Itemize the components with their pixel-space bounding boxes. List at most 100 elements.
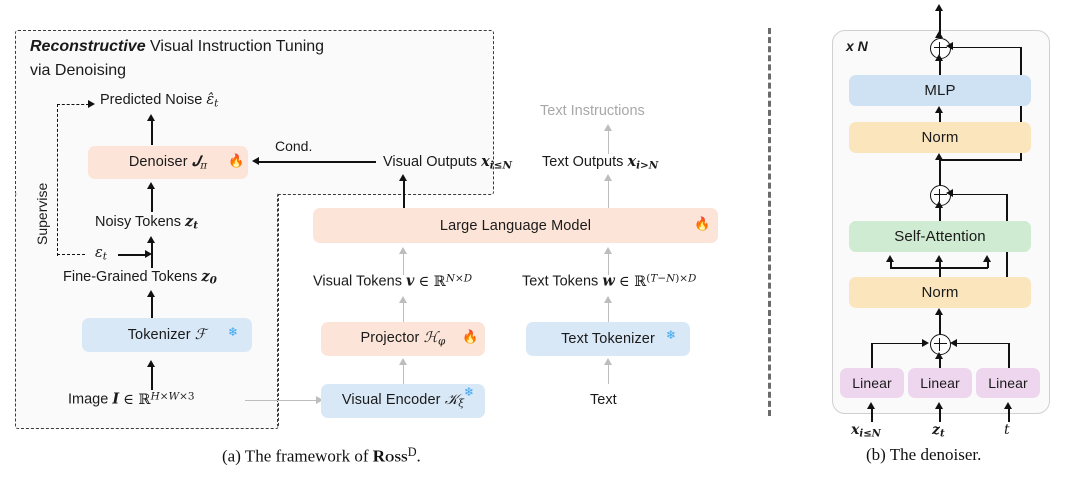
visual-tokens-space: ∈ ℝN×D [418,272,473,290]
left-caption-post: . [416,446,421,466]
supervise-arrow-head [88,99,95,108]
epsilon-to-noisy-line [118,254,147,256]
mlp-to-plus-line [939,58,941,75]
supervise-dashed-top [57,104,89,105]
fine-to-noisy-line [151,240,153,268]
projector-to-visual-tokens-line [403,300,405,322]
linear-left-label: Linear [852,375,892,391]
input-left-arrow [867,402,875,409]
fire-icon-denoiser: 🔥 [228,153,245,168]
visual-tokens-text: Visual Tokens [313,273,402,290]
image-to-encoder-line [245,400,318,402]
left-caption-sup: D [407,445,417,459]
mlp-skip-arrow [946,42,953,50]
image-symbol: I [112,390,120,408]
llm-label: Large Language Model [439,217,592,234]
cond-label: Cond. [275,138,313,154]
qkv-right-line [987,260,989,268]
attn-to-plus-line [939,205,941,221]
text-tokens-to-llm-arrow [604,247,612,254]
text-tokenizer-label: Text Tokenizer [561,331,655,347]
tokenizer-box[interactable]: Tokenizer ℱ [82,318,252,352]
mlp-box[interactable]: MLP [849,75,1031,106]
input-right-arrow [1004,402,1012,409]
plus-top-out-arrow [935,31,943,38]
visual-tokens-label: Visual Tokens v ∈ ℝN×D [313,272,472,290]
supervise-dashed-vertical [57,104,58,256]
linear-mid-arrow [935,352,943,359]
norm-bottom-box[interactable]: Norm [849,277,1031,308]
qkv-left-line [890,260,892,268]
qkv-left-arrow [886,255,894,262]
snowflake-icon-tokenizer: ❄ [228,325,239,339]
encoder-to-projector-arrow [399,358,407,365]
projector-box[interactable]: Projector ℋφ [321,322,485,356]
linear-box-right[interactable]: Linear [976,368,1040,398]
noisy-tokens-symbol: zt [185,213,199,232]
image-label: Image I ∈ ℝH×W×3 [68,390,195,408]
qkv-mid-line [939,260,941,268]
tokenizer-to-fine-arrow [147,290,155,297]
llm-box[interactable]: Large Language Model [313,208,718,243]
text-tokenizer-box[interactable]: Text Tokenizer [526,322,690,356]
text-outputs-to-instructions-arrow [604,124,612,131]
linear-box-mid[interactable]: Linear [908,368,972,398]
text-outputs-symbol: xi>N [627,153,659,172]
noisy-tokens-label: Noisy Tokens zt [95,213,198,232]
text-instructions-label: Text Instructions [540,103,645,119]
supervise-label: Supervise [34,182,50,245]
norm-top-label: Norm [921,129,959,146]
denoiser-text: Denoiser [128,153,188,170]
llm-to-visual-outputs-arrow [399,174,407,181]
self-attention-box[interactable]: Self-Attention [849,221,1031,252]
plus-mid-to-norm-arrow [935,153,943,160]
denoiser-label: Denoiser 𝑱π [129,154,207,172]
denoiser-to-noise-arrow [147,114,155,121]
mlp-to-plus-arrow [935,54,943,61]
block-output-line [939,8,941,38]
text-outputs-text: Text Outputs [542,154,624,170]
repeat-count-label: x N [846,38,868,54]
projector-to-visual-tokens-arrow [399,296,407,303]
self-attention-label: Self-Attention [894,228,986,245]
linear-box-left[interactable]: Linear [840,368,904,398]
text-input-label: Text [590,392,617,408]
noisy-tokens-text: Noisy Tokens [95,214,181,230]
tokenizer-label: Tokenizer ℱ [128,327,207,343]
snowflake-icon-text-tokenizer: ❄ [666,328,677,342]
left-caption: (a) The framework of RossD. [222,445,421,467]
norm-top-box[interactable]: Norm [849,122,1031,153]
noisy-to-denoiser-arrow [147,182,155,189]
plus-bottom-to-norm-line [939,312,941,334]
tokenizer-text: Tokenizer [127,327,191,343]
norm1-to-mlp-arrow [935,106,943,113]
framework-title-rest: Visual Instruction Tuning [145,38,325,55]
linear-right-arrow [950,338,957,347]
input-left-line [871,406,873,422]
norm-bottom-label: Norm [921,284,959,301]
denoiser-box[interactable]: Denoiser 𝑱π [88,146,248,179]
tokenizer-to-fine-line [151,294,153,318]
image-to-tokenizer-line [151,364,153,390]
text-to-text-tokenizer-arrow [604,358,612,365]
text-outputs-label: Text Outputs xi>N [542,153,658,172]
denoiser-to-noise-line [151,118,153,145]
text-to-text-tokenizer-line [608,362,610,384]
visual-encoder-box[interactable]: Visual Encoder 𝒦ξ [321,384,485,418]
input-right-line [1008,406,1010,422]
linear-right-label: Linear [988,375,1028,391]
fine-grained-tokens-symbol: z0 [201,268,217,287]
visual-tokens-to-llm-line [403,251,405,275]
attn-skip-arrow [946,189,953,197]
mlp-skip-h-bottom [940,159,1021,161]
right-caption: (b) The denoiser. [866,445,982,464]
text-tokens-space: ∈ ℝ(T−N)×D [618,272,697,290]
snowflake-icon-visual-encoder: ❄ [464,385,475,399]
input-mid-line [939,406,941,422]
linear-right-up-line [1008,343,1010,368]
framework-title-line2: via Denoising [30,62,127,79]
fire-icon-llm: 🔥 [694,216,711,231]
mlp-skip-h-top [950,46,1022,49]
plus-mid-to-norm-line [939,157,941,185]
noisy-to-denoiser-line [151,186,153,212]
